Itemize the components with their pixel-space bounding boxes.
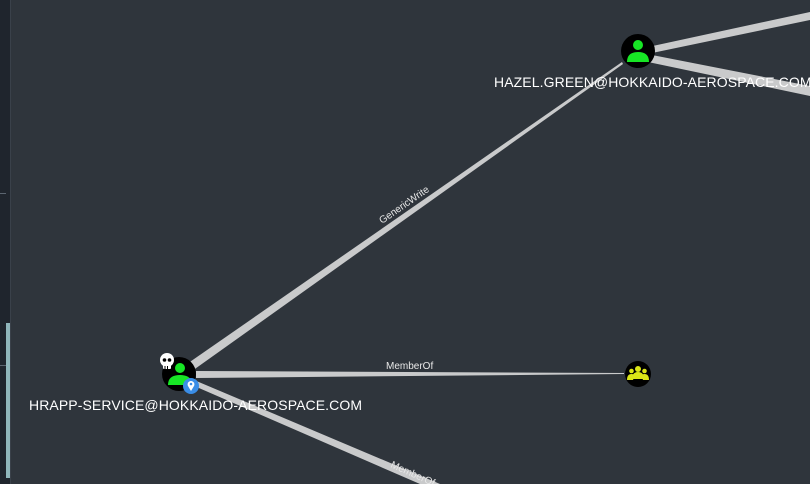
edge-hazel-out-1[interactable] <box>648 12 810 53</box>
node-label-hazel-green: HAZEL.GREEN@HOKKAIDO-AEROSPACE.COM <box>494 74 810 90</box>
left-sidebar-strip[interactable] <box>0 0 11 484</box>
edge-hazel-out-2[interactable] <box>648 55 810 96</box>
node-hazel-green[interactable] <box>621 34 655 68</box>
edge-label-memberof-2: MemberOf <box>389 460 437 484</box>
edge-label-memberof: MemberOf <box>386 361 433 372</box>
skull-icon <box>160 353 174 369</box>
group-icon <box>627 366 649 380</box>
edge-genericwrite[interactable] <box>184 62 623 371</box>
user-icon <box>627 40 649 62</box>
node-label-hrapp-service: HRAPP-SERVICE@HOKKAIDO-AEROSPACE.COM <box>29 397 363 413</box>
sidebar-divider <box>0 365 6 366</box>
edge-memberof-group[interactable] <box>196 371 624 378</box>
sidebar-divider <box>0 193 6 194</box>
sidebar-scrollbar[interactable] <box>6 323 10 478</box>
node-hrapp-service[interactable] <box>160 353 199 394</box>
location-pin-icon <box>183 378 199 394</box>
edge-memberof-offscreen[interactable] <box>192 380 440 484</box>
node-group[interactable] <box>625 361 651 387</box>
